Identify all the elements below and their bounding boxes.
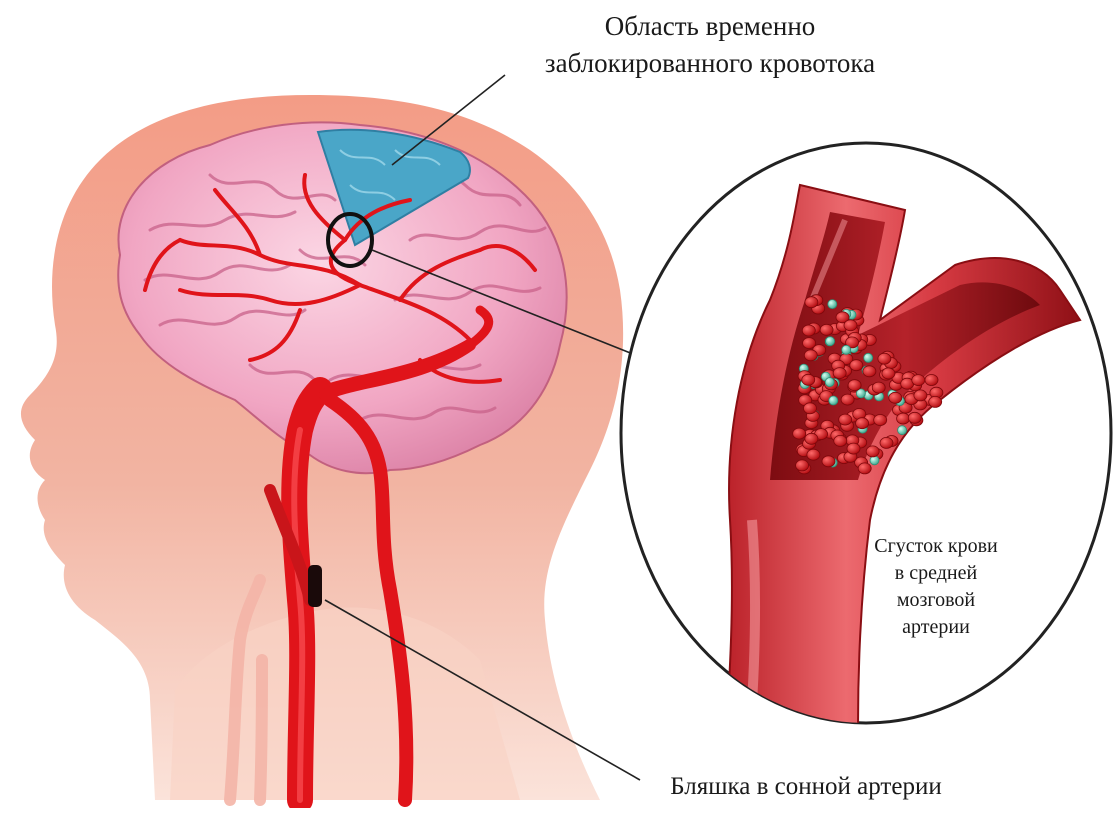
platelet-cell xyxy=(864,353,873,362)
red-blood-cell xyxy=(796,460,809,471)
red-blood-cell xyxy=(925,375,938,386)
red-blood-cell xyxy=(834,435,847,446)
clot-label-line-4: артерии xyxy=(848,614,1024,641)
red-blood-cell xyxy=(866,446,879,457)
blocked-area-label-line-1: Область временно xyxy=(500,8,920,45)
red-blood-cell xyxy=(793,428,806,439)
red-blood-cell xyxy=(897,413,910,424)
red-blood-cell xyxy=(844,320,857,331)
red-blood-cell xyxy=(856,418,869,429)
plaque-label: Бляшка в сонной артерии xyxy=(608,771,1004,803)
red-blood-cell xyxy=(833,368,846,379)
red-blood-cell xyxy=(820,324,833,335)
red-blood-cell xyxy=(929,396,942,407)
red-blood-cell xyxy=(858,463,871,474)
red-blood-cell xyxy=(889,392,902,403)
red-blood-cell xyxy=(872,382,885,393)
red-blood-cell xyxy=(804,350,817,361)
red-blood-cell xyxy=(802,325,815,336)
red-blood-cell xyxy=(804,403,817,414)
clot-label: Сгусток крови в средней мозговой артерии xyxy=(848,533,1024,641)
red-blood-cell xyxy=(850,360,863,371)
red-blood-cell xyxy=(807,449,820,460)
platelet-cell xyxy=(842,345,851,354)
red-blood-cell xyxy=(802,374,815,385)
red-blood-cell xyxy=(839,414,852,425)
platelet-cell xyxy=(826,337,835,346)
red-blood-cell xyxy=(880,437,893,448)
red-blood-cell xyxy=(841,394,854,405)
blocked-area-label: Область временно заблокированного кровот… xyxy=(500,8,920,82)
red-blood-cell xyxy=(908,412,921,423)
red-blood-cell xyxy=(847,443,860,454)
platelet-cell xyxy=(829,396,838,405)
red-blood-cell xyxy=(805,297,818,308)
red-blood-cell xyxy=(805,433,818,444)
red-blood-cell xyxy=(822,456,835,467)
red-blood-cell xyxy=(912,375,925,386)
clot-label-line-2: в средней xyxy=(848,560,1024,587)
clot-label-line-3: мозговой xyxy=(848,587,1024,614)
red-blood-cell xyxy=(848,380,861,391)
red-blood-cell xyxy=(874,415,887,426)
platelet-cell xyxy=(828,300,837,309)
red-blood-cell xyxy=(803,338,816,349)
red-blood-cell xyxy=(863,366,876,377)
platelet-cell xyxy=(898,426,907,435)
clot-label-line-1: Сгусток крови xyxy=(848,533,1024,560)
blocked-area-label-line-2: заблокированного кровотока xyxy=(500,45,920,82)
red-blood-cell xyxy=(882,368,895,379)
red-blood-cell xyxy=(914,390,927,401)
red-blood-cell xyxy=(878,353,891,364)
platelet-cell xyxy=(825,378,834,387)
